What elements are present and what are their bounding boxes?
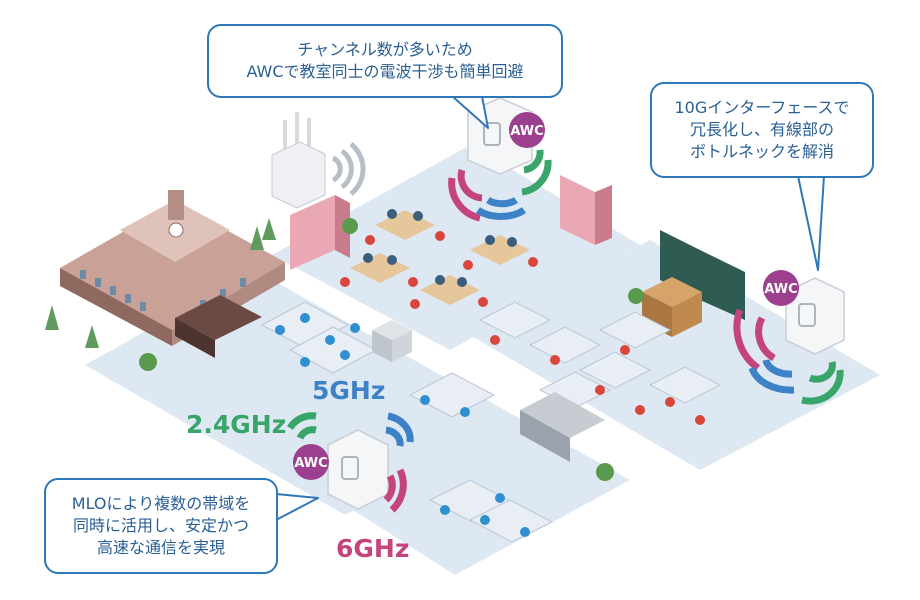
callout-right-line-3: ボトルネックを解消	[689, 142, 834, 161]
trees	[45, 218, 276, 348]
legacy-router-icon	[271, 112, 366, 209]
classroom-top	[290, 175, 612, 309]
awc-badge-left: AWC	[293, 444, 329, 480]
office-bottom	[408, 372, 554, 543]
potted-plants	[139, 218, 644, 481]
awc-badge-left-label: AWC	[294, 456, 327, 471]
callout-top-line-2: AWCで教室同士の電波干渉も簡単回避	[246, 62, 524, 81]
band-label-6ghz: 6GHz	[336, 534, 410, 563]
callout-left-line-2: 同時に活用し、安定かつ	[72, 516, 249, 535]
access-point-left-icon	[287, 412, 414, 513]
awc-badge-top: AWC	[509, 112, 545, 148]
callout-left-line-1: MLOにより複数の帯域を	[71, 494, 251, 513]
callout-left-tail	[275, 493, 319, 521]
floor-tile-right	[470, 240, 880, 470]
band-label-5ghz: 5GHz	[312, 376, 386, 405]
awc-badge-right-label: AWC	[764, 282, 797, 297]
office-left	[175, 295, 412, 374]
callout-left-line-3: 高速な通信を実現	[96, 538, 225, 557]
callout-right-line-1: 10Gインターフェースで	[674, 98, 850, 117]
band-label-2-4ghz: 2.4GHz	[186, 410, 287, 439]
callout-right: 10Gインターフェースで 冗長化し、有線部の ボトルネックを解消	[650, 82, 874, 178]
classroom-right	[478, 230, 745, 462]
awc-badge-top-label: AWC	[510, 124, 543, 139]
awc-badge-right: AWC	[763, 270, 799, 306]
floor-tile-top	[272, 145, 640, 350]
callout-right-line-2: 冗長化し、有線部の	[689, 120, 834, 139]
callout-left: MLOにより複数の帯域を 同時に活用し、安定かつ 高速な通信を実現	[44, 478, 278, 574]
callout-top-line-1: チャンネル数が多いため	[297, 40, 473, 59]
access-point-right-icon	[733, 277, 845, 405]
callout-right-tail	[797, 175, 825, 271]
callout-top: チャンネル数が多いため AWCで教室同士の電波干渉も簡単回避	[207, 24, 563, 98]
